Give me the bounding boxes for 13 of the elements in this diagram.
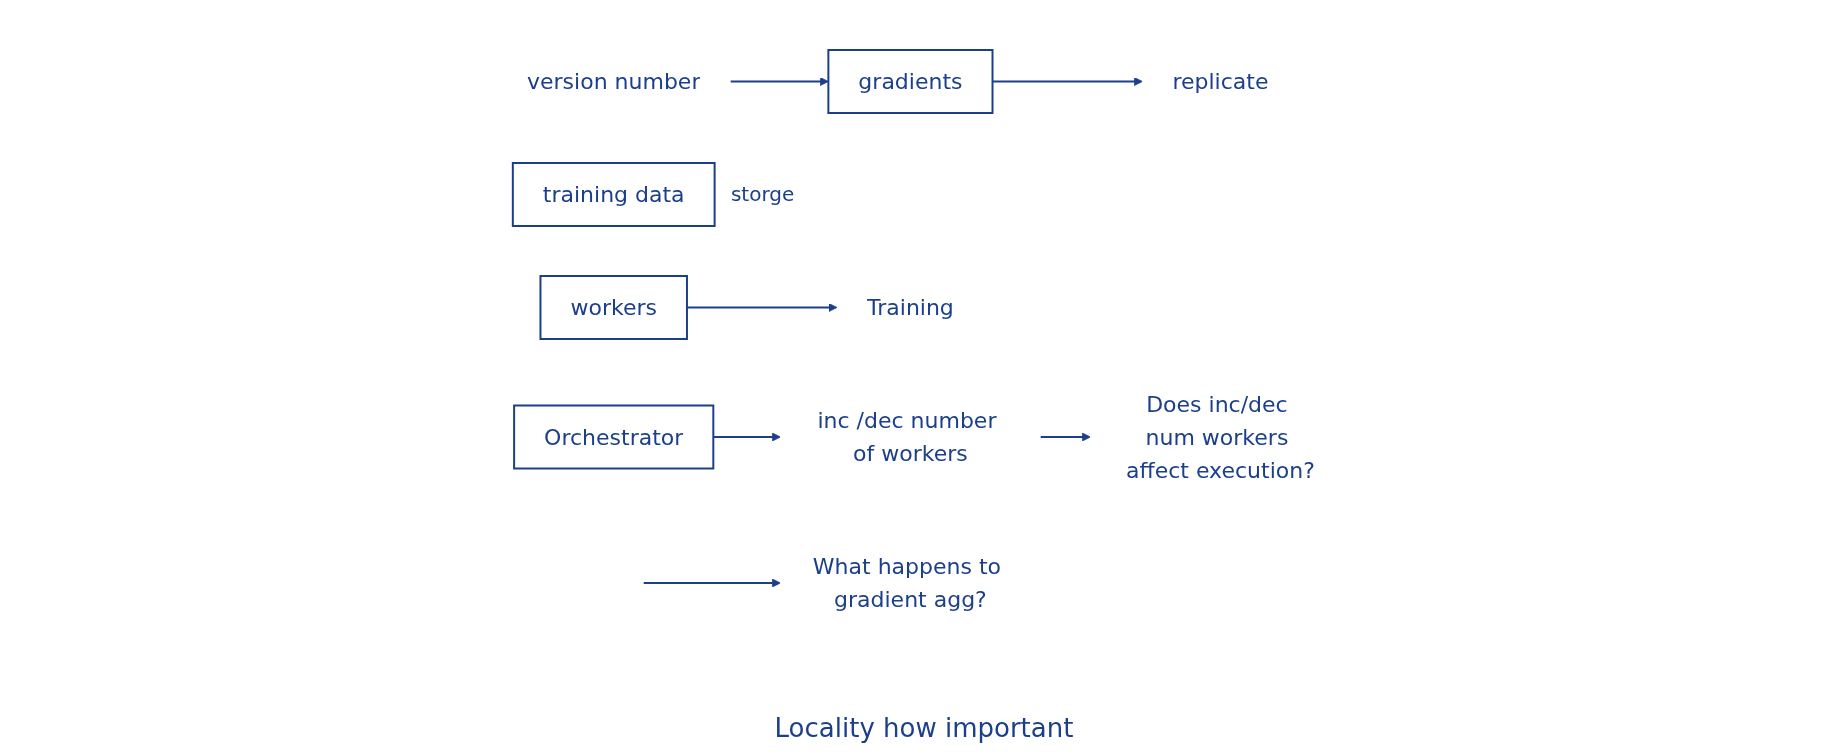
node-text: replicate [1172, 68, 1269, 94]
side-note: storge [730, 182, 795, 206]
node-box: Orchestrator [513, 404, 715, 469]
node-box: workers [539, 274, 689, 340]
note-text: Locality how important [774, 713, 1074, 743]
node-text: version number [527, 68, 701, 94]
node-text: Training [867, 294, 955, 320]
arrow [1039, 432, 1092, 441]
node-box: training data [512, 161, 716, 227]
node-text: inc /dec number of workers [817, 407, 997, 466]
node-text: Does inc/dec num workers affect execution? [1126, 391, 1316, 482]
node-box: gradients [827, 48, 994, 114]
node-text: What happens to gradient agg? [813, 553, 1002, 612]
